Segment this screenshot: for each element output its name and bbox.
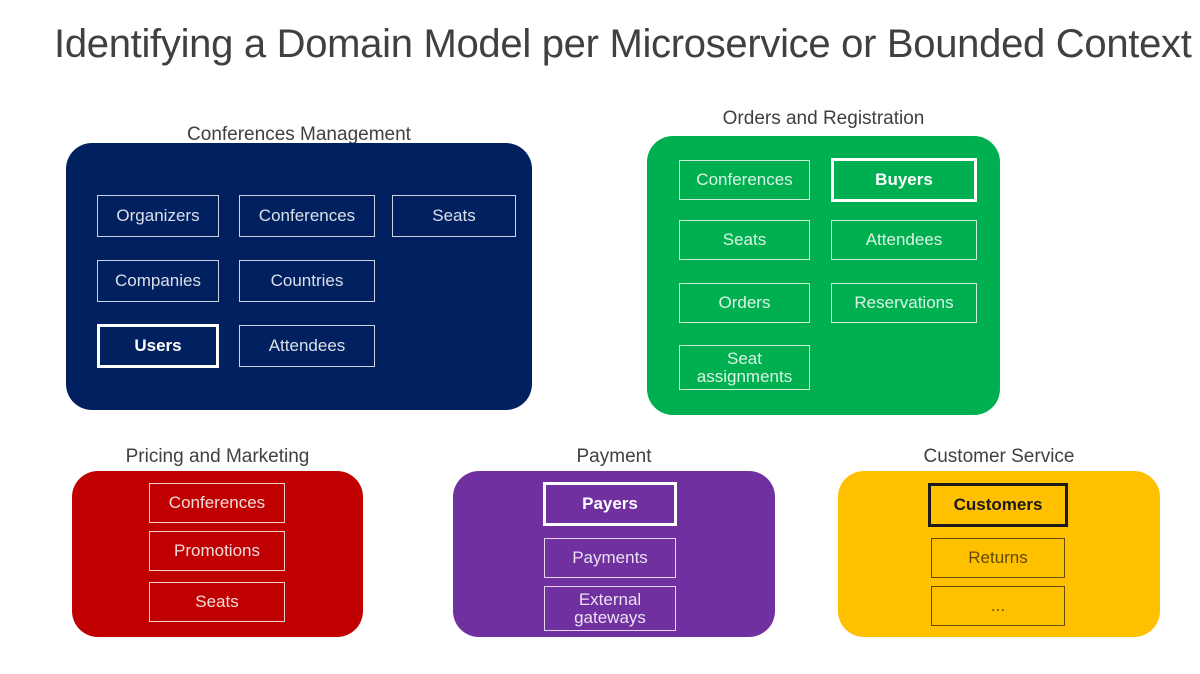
entity-label: Conferences: [258, 206, 356, 226]
context-heading-payment: Payment: [576, 446, 652, 467]
entity-chip[interactable]: ...: [931, 586, 1065, 626]
context-heading-customer-service: Customer Service: [923, 446, 1075, 467]
entity-chip-aggregate-root[interactable]: Users: [97, 324, 219, 368]
context-heading-conferences-management: Conferences Management: [187, 124, 411, 145]
entity-chip[interactable]: Attendees: [831, 220, 977, 260]
entity-chip[interactable]: Reservations: [831, 283, 977, 323]
entity-chip-aggregate-root[interactable]: Customers: [928, 483, 1068, 527]
entity-chip-aggregate-root[interactable]: Buyers: [831, 158, 977, 202]
entity-label: Companies: [115, 271, 201, 291]
entity-chip[interactable]: Conferences: [239, 195, 375, 237]
entity-label: Users: [134, 336, 182, 356]
entity-label: Promotions: [174, 541, 260, 561]
entity-label: Returns: [968, 548, 1028, 568]
page-title: Identifying a Domain Model per Microserv…: [54, 22, 1192, 66]
entity-label: Buyers: [875, 170, 933, 190]
entity-label: Seats: [722, 230, 767, 250]
entity-label: ...: [990, 596, 1006, 616]
entity-label: Attendees: [268, 336, 346, 356]
entity-chip[interactable]: Seats: [149, 582, 285, 622]
entity-chip-aggregate-root[interactable]: Payers: [543, 482, 677, 526]
entity-chip[interactable]: Seats: [392, 195, 516, 237]
entity-label: Reservations: [854, 293, 954, 313]
entity-label: Seats: [432, 206, 476, 226]
entity-chip[interactable]: Payments: [544, 538, 676, 578]
entity-label: Conferences: [168, 493, 266, 513]
entity-chip[interactable]: Conferences: [679, 160, 810, 200]
entity-chip[interactable]: Organizers: [97, 195, 219, 237]
entity-label: Customers: [953, 495, 1043, 515]
entity-chip[interactable]: External gateways: [544, 586, 676, 631]
entity-chip[interactable]: Companies: [97, 260, 219, 302]
entity-chip[interactable]: Attendees: [239, 325, 375, 367]
context-heading-pricing-and-marketing: Pricing and Marketing: [125, 446, 310, 467]
context-heading-orders-and-registration: Orders and Registration: [722, 108, 925, 129]
entity-chip[interactable]: Countries: [239, 260, 375, 302]
entity-label: Orders: [718, 293, 771, 313]
entity-label: Attendees: [865, 230, 943, 250]
entity-label: Seat assignments: [696, 348, 793, 386]
entity-label: Organizers: [116, 206, 200, 226]
entity-chip[interactable]: Promotions: [149, 531, 285, 571]
entity-label: Seats: [195, 592, 239, 612]
entity-label: Payments: [572, 548, 648, 568]
entity-label: Conferences: [696, 170, 793, 190]
entity-label: External gateways: [574, 589, 646, 627]
entity-chip[interactable]: Returns: [931, 538, 1065, 578]
entity-chip[interactable]: Orders: [679, 283, 810, 323]
entity-label: Payers: [582, 494, 638, 514]
entity-chip[interactable]: Seat assignments: [679, 345, 810, 390]
entity-chip[interactable]: Seats: [679, 220, 810, 260]
entity-chip[interactable]: Conferences: [149, 483, 285, 523]
entity-label: Countries: [270, 271, 344, 291]
